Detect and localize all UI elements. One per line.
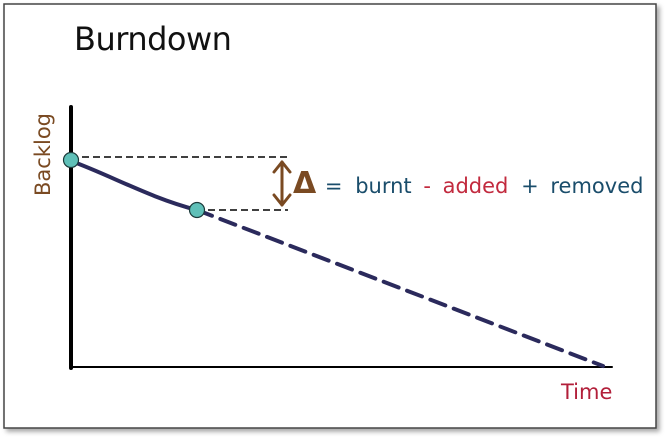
- formula-added: added: [443, 174, 509, 198]
- formula-burnt: burnt: [355, 174, 411, 198]
- start-marker: [62, 151, 80, 169]
- delta-arrow-icon: [272, 160, 292, 207]
- formula-removed: removed: [550, 174, 643, 198]
- actual-burndown-line: [69, 159, 199, 212]
- card-frame: [3, 3, 657, 429]
- projected-burndown-line: [195, 208, 605, 368]
- y-axis-label: Backlog: [31, 113, 55, 196]
- current-marker: [188, 201, 206, 219]
- formula-plus: +: [521, 174, 539, 198]
- formula-minus: -: [423, 174, 431, 198]
- delta-formula: Δ = burnt - added + removed: [293, 166, 643, 201]
- diagram-title: Burndown: [74, 20, 231, 58]
- formula-equals: =: [325, 174, 343, 198]
- x-axis-label: Time: [560, 380, 612, 404]
- delta-symbol: Δ: [293, 166, 317, 201]
